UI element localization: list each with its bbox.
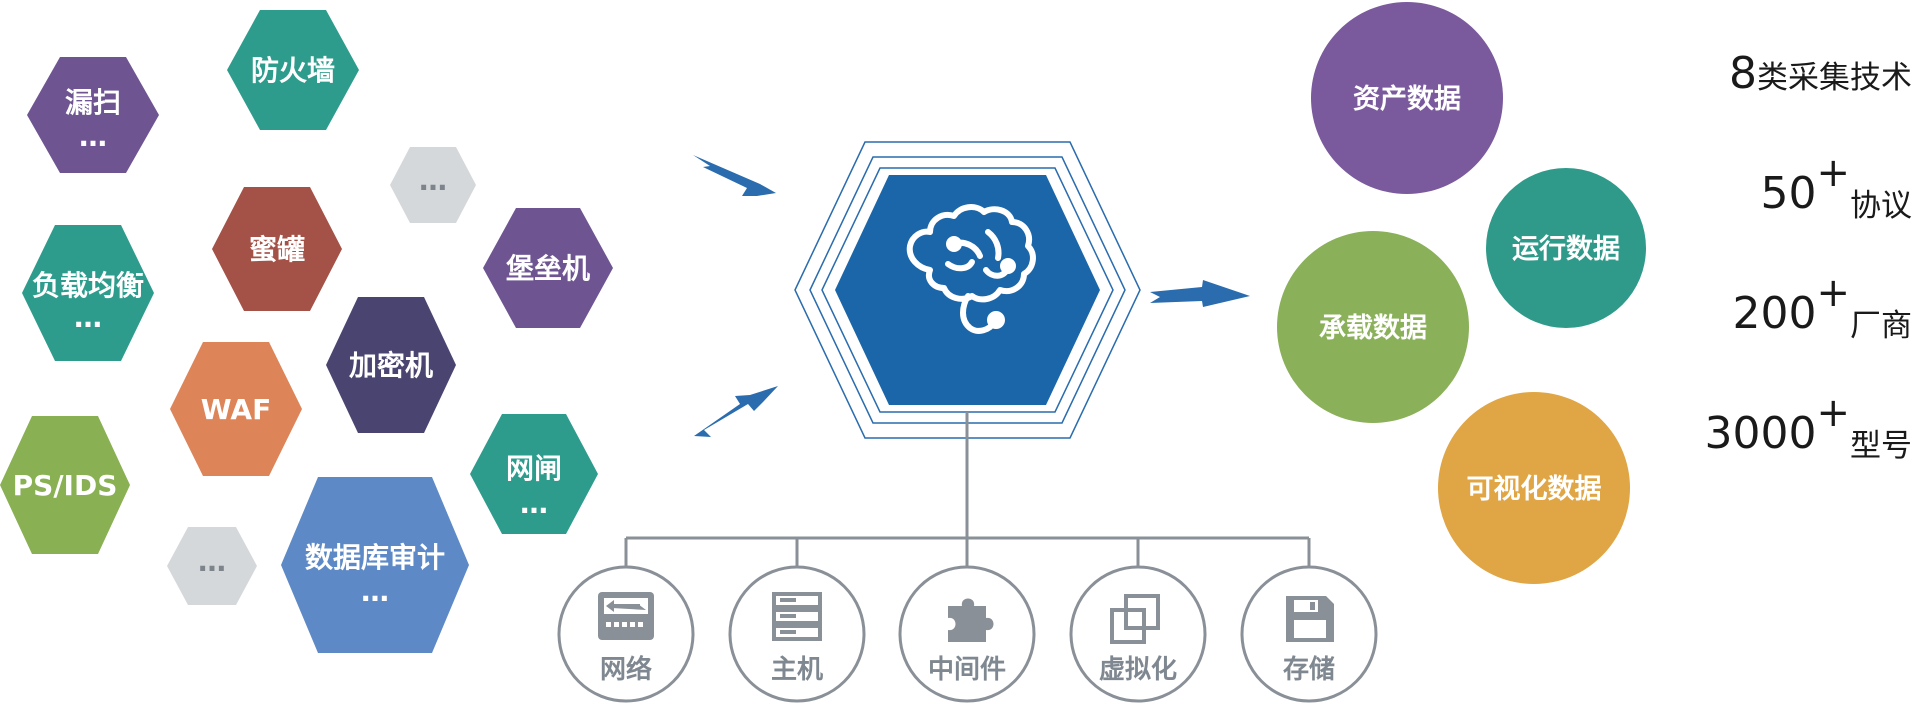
category-label: 中间件 (928, 655, 1006, 685)
stat-plus: + (1816, 150, 1850, 196)
hex-shape (227, 10, 359, 130)
output-data-circles: 资产数据 运行数据 承载数据 可视化数据 (1277, 2, 1646, 584)
hex-shape (27, 57, 159, 173)
puzzle-icon (948, 598, 994, 642)
hex-waf: WAF (170, 342, 302, 476)
hex-ips-ids: PS/IDS (0, 416, 130, 554)
hex-label: … (198, 545, 226, 578)
stat-unit: 类采集技术 (1757, 60, 1912, 96)
hex-sublabel: … (74, 301, 102, 334)
circle-label: 运行数据 (1512, 233, 1620, 265)
category-middleware: 中间件 (898, 565, 1036, 703)
floppy-disk-icon (1286, 596, 1334, 642)
network-switch-icon (598, 592, 654, 640)
hex-load-balancer: 负载均衡 … (22, 225, 154, 361)
stat-protocols: 50+协议 (1760, 150, 1912, 224)
hex-label: WAF (201, 393, 271, 426)
category-label: 主机 (771, 655, 823, 685)
hex-label: 网闸 (506, 452, 562, 485)
stat-models: 3000+型号 (1705, 390, 1913, 464)
hex-sublabel: … (361, 575, 389, 608)
hex-network-gate: 网闸 … (470, 414, 598, 534)
hex-db-audit: 数据库审计 … (281, 477, 469, 653)
input-arrows (693, 155, 778, 437)
arrow-lower-icon (694, 386, 778, 437)
core-hexagon (835, 175, 1100, 405)
stat-unit: 型号 (1850, 428, 1912, 464)
stat-plus: + (1816, 390, 1850, 436)
hex-shape (212, 187, 342, 311)
stat-number: 50 (1760, 168, 1816, 219)
stat-vendors: 200+厂商 (1733, 270, 1913, 344)
asset-categories: 网络 主机 中间件 (557, 565, 1378, 703)
hex-label: 蜜罐 (249, 233, 305, 266)
hex-label: 加密机 (349, 349, 433, 382)
category-network: 网络 (557, 565, 695, 703)
core-outer-ring (794, 141, 1141, 439)
stats: 8类采集技术 50+协议 200+厂商 3000+型号 (1705, 48, 1913, 464)
category-connectors (624, 412, 1311, 574)
hex-shape (390, 147, 476, 223)
hex-vuln-scan: 漏扫 … (27, 57, 159, 173)
category-label: 网络 (600, 654, 652, 685)
server-icon (772, 592, 822, 641)
hex-label: 漏扫 (65, 86, 121, 119)
stat-plus: + (1816, 270, 1850, 316)
hex-label: 堡垒机 (506, 252, 590, 285)
circle-asset-data: 资产数据 (1311, 2, 1503, 194)
stat-number: 8 (1729, 48, 1757, 99)
hex-shape (483, 208, 613, 328)
hex-shape (0, 416, 130, 554)
arrow-output-icon (1150, 280, 1250, 307)
category-label: 虚拟化 (1099, 655, 1177, 685)
overlapping-squares-icon (1110, 594, 1160, 644)
hex-sublabel: … (79, 120, 107, 153)
hex-more-top: … (390, 147, 476, 223)
hex-shape (22, 225, 154, 361)
stat-number: 200 (1733, 288, 1817, 339)
hex-label: 负载均衡 (32, 269, 144, 302)
hex-label: 数据库审计 (305, 541, 445, 574)
hex-label: 防火墙 (251, 54, 335, 87)
category-label: 存储 (1283, 654, 1335, 685)
category-storage: 存储 (1240, 565, 1378, 703)
category-host: 主机 (728, 565, 866, 703)
arrow-upper-icon (693, 155, 776, 196)
core-middle-ring (809, 156, 1126, 424)
hex-encryptor: 加密机 (326, 297, 456, 433)
core-inner-ring (821, 167, 1114, 413)
brain-icon (906, 204, 1036, 334)
hex-shape (326, 297, 456, 433)
stat-unit: 厂商 (1850, 308, 1912, 344)
hex-label: … (419, 164, 447, 197)
stat-number: 3000 (1705, 408, 1817, 459)
circle-runtime-data: 运行数据 (1486, 168, 1646, 328)
stat-unit: 协议 (1850, 188, 1912, 224)
hex-shape (470, 414, 598, 534)
core-engine (794, 141, 1141, 439)
circle-label: 承载数据 (1319, 313, 1427, 344)
hex-label: PS/IDS (13, 469, 118, 502)
hex-bastion-host: 堡垒机 (483, 208, 613, 328)
hex-shape (167, 527, 257, 605)
hex-shape (170, 342, 302, 476)
circle-label: 资产数据 (1353, 84, 1461, 115)
category-virtualization: 虚拟化 (1069, 565, 1207, 703)
hex-firewall: 防火墙 (227, 10, 359, 130)
hex-shape (281, 477, 469, 653)
circle-label: 可视化数据 (1467, 474, 1602, 505)
hex-honeypot: 蜜罐 (212, 187, 342, 311)
stat-collection-tech: 8类采集技术 (1729, 48, 1912, 99)
source-device-hexagons: 漏扫 … 防火墙 … 蜜罐 堡垒机 负载均衡 … 加密机 (0, 10, 613, 653)
hex-sublabel: … (520, 487, 548, 520)
hex-more-bottom: … (167, 527, 257, 605)
circle-visualization-data: 可视化数据 (1438, 392, 1630, 584)
circle-carrier-data: 承载数据 (1277, 231, 1469, 423)
